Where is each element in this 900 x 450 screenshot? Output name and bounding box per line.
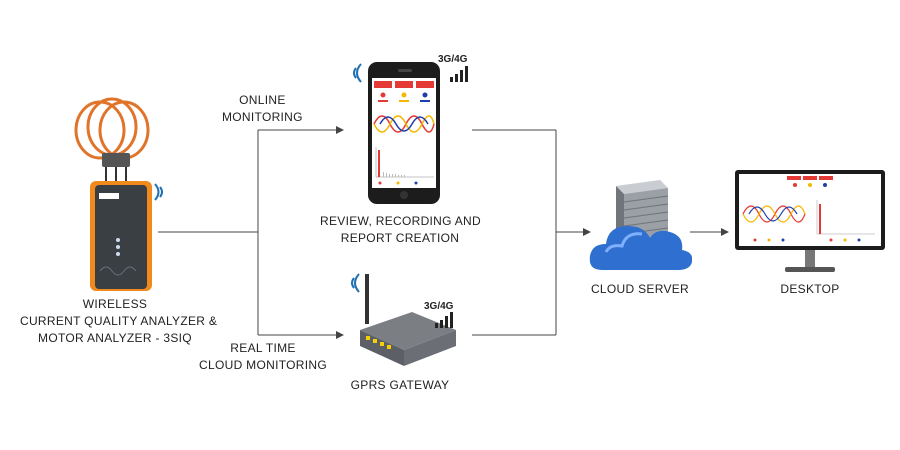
cloud-label: CLOUD SERVER bbox=[590, 282, 690, 296]
gateway-label: GPRS GATEWAY bbox=[350, 378, 450, 392]
desktop-monitor bbox=[735, 170, 885, 272]
device-label-line-1: WIRELESS bbox=[82, 297, 148, 311]
smartphone bbox=[368, 62, 440, 204]
device-label-line-3: MOTOR ANALYZER - 3SIQ bbox=[38, 331, 192, 345]
review-label-line-1: REVIEW, RECORDING AND bbox=[320, 214, 481, 228]
online-label-line-2: MONITORING bbox=[222, 110, 303, 124]
realtime-label-line-2: CLOUD MONITORING bbox=[199, 358, 327, 372]
realtime-monitoring-label: REAL TIME CLOUD MONITORING bbox=[198, 340, 328, 374]
gateway-wifi-icon bbox=[351, 273, 360, 293]
realtime-label-line-1: REAL TIME bbox=[230, 341, 296, 355]
device-label-line-2: CURRENT QUALITY ANALYZER & bbox=[20, 314, 218, 328]
desktop-label: DESKTOP bbox=[780, 282, 840, 296]
phone-signal-bars-icon bbox=[450, 66, 468, 82]
gateway-signal-bars-icon bbox=[435, 312, 453, 328]
cloud-server bbox=[589, 180, 692, 270]
phone-wifi-icon bbox=[353, 63, 362, 83]
online-label-line-1: ONLINE bbox=[239, 93, 286, 107]
analyzer-device bbox=[74, 97, 152, 291]
cloud-icon bbox=[589, 226, 692, 270]
online-monitoring-label: ONLINE MONITORING bbox=[222, 92, 303, 126]
gprs-gateway bbox=[360, 274, 456, 366]
review-label: REVIEW, RECORDING AND REPORT CREATION bbox=[320, 213, 481, 247]
device-label: WIRELESS CURRENT QUALITY ANALYZER & MOTO… bbox=[20, 296, 218, 347]
wifi-icon bbox=[154, 183, 163, 201]
phone-signal-label: 3G/4G bbox=[438, 54, 468, 65]
current-coil-icon bbox=[74, 97, 150, 160]
review-label-line-2: REPORT CREATION bbox=[340, 231, 460, 245]
gateway-signal-label: 3G/4G bbox=[424, 301, 454, 312]
